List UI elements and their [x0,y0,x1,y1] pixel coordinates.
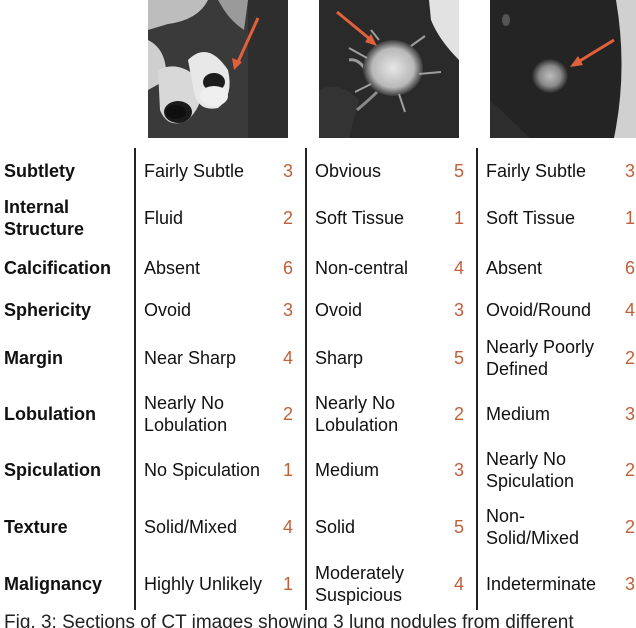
table-row: Sphericity Ovoid 3 Ovoid 3 Ovoid/Round 4 [0,290,636,330]
cell-score: 1 [454,207,465,228]
cell-text: Solid [315,517,356,537]
table-row: Internal Structure Fluid 2 Soft Tissue 1… [0,195,636,241]
cell-score: 5 [454,160,465,181]
cell-score: 6 [625,257,636,278]
ct-image-nodule-1 [148,0,288,138]
cell-text: Moderately Suspicious [315,563,405,605]
cell-text: Medium [315,460,380,480]
cell-text: No Spiculation [144,460,261,480]
column-divider [134,148,136,610]
row-label: Calcification [4,258,112,278]
cell-text: Ovoid [144,300,192,320]
table-row: Malignancy Highly Unlikely 1 Moderately … [0,560,636,608]
row-label: Margin [4,348,64,368]
cell-score: 2 [625,347,636,368]
cell-text: Medium [486,404,551,424]
table-row: Spiculation No Spiculation 1 Medium 3 Ne… [0,446,636,494]
cell-text: Soft Tissue [486,208,576,228]
cell-score: 4 [283,516,294,537]
cell-text: Ovoid/Round [486,300,592,320]
cell-text: Highly Unlikely [144,574,263,594]
table-row: Lobulation Nearly No Lobulation 2 Nearly… [0,390,636,438]
table-row: Subtlety Fairly Subtle 3 Obvious 5 Fairl… [0,150,636,192]
ct-image-nodule-2 [319,0,459,138]
cell-text: Absent [486,258,543,278]
cell-score: 3 [283,160,294,181]
row-label: Lobulation [4,404,96,424]
cell-score: 2 [625,459,636,480]
cell-score: 4 [454,573,465,594]
column-divider [476,148,478,610]
row-label: Spiculation [4,460,102,480]
cell-text: Fairly Subtle [486,161,587,181]
cell-score: 3 [283,299,294,320]
cell-text: Sharp [315,348,364,368]
cell-score: 3 [454,459,465,480]
cell-text: Soft Tissue [315,208,405,228]
cell-text: Obvious [315,161,382,181]
cell-score: 1 [283,573,294,594]
cell-text: Nearly No Lobulation [144,393,228,435]
table-row: Texture Solid/Mixed 4 Solid 5 Non-Solid/… [0,503,636,551]
cell-text: Fluid [144,208,184,228]
cell-text: Nearly Poorly Defined [486,337,595,379]
cell-score: 2 [625,516,636,537]
ct-image-nodule-3 [490,0,636,138]
row-label: Texture [4,517,68,537]
row-label: Malignancy [4,574,103,594]
cell-text: Nearly No Spiculation [486,449,575,491]
cell-score: 5 [454,516,465,537]
cell-text: Non-Solid/Mixed [486,506,580,548]
cell-score: 3 [625,160,636,181]
cell-score: 4 [283,347,294,368]
cell-score: 4 [454,257,465,278]
cell-text: Ovoid [315,300,363,320]
cell-text: Absent [144,258,201,278]
cell-score: 3 [625,403,636,424]
cell-text: Solid/Mixed [144,517,238,537]
cell-score: 2 [454,403,465,424]
row-label: Internal Structure [4,197,85,239]
cell-text: Fairly Subtle [144,161,245,181]
table-row: Margin Near Sharp 4 Sharp 5 Nearly Poorl… [0,334,636,382]
cell-text: Non-central [315,258,409,278]
cell-text: Nearly No Lobulation [315,393,399,435]
cell-score: 2 [283,207,294,228]
cell-score: 6 [283,257,294,278]
cell-score: 1 [625,207,636,228]
row-label: Subtlety [4,161,76,181]
figure-caption: Fig. 3: Sections of CT images showing 3 … [4,612,574,628]
cell-score: 1 [283,459,294,480]
table-row: Calcification Absent 6 Non-central 4 Abs… [0,248,636,288]
row-label: Sphericity [4,300,92,320]
cell-score: 4 [625,299,636,320]
cell-score: 2 [283,403,294,424]
cell-score: 3 [625,573,636,594]
cell-score: 3 [454,299,465,320]
column-divider [305,148,307,610]
cell-text: Near Sharp [144,348,237,368]
cell-text: Indeterminate [486,574,597,594]
cell-score: 5 [454,347,465,368]
